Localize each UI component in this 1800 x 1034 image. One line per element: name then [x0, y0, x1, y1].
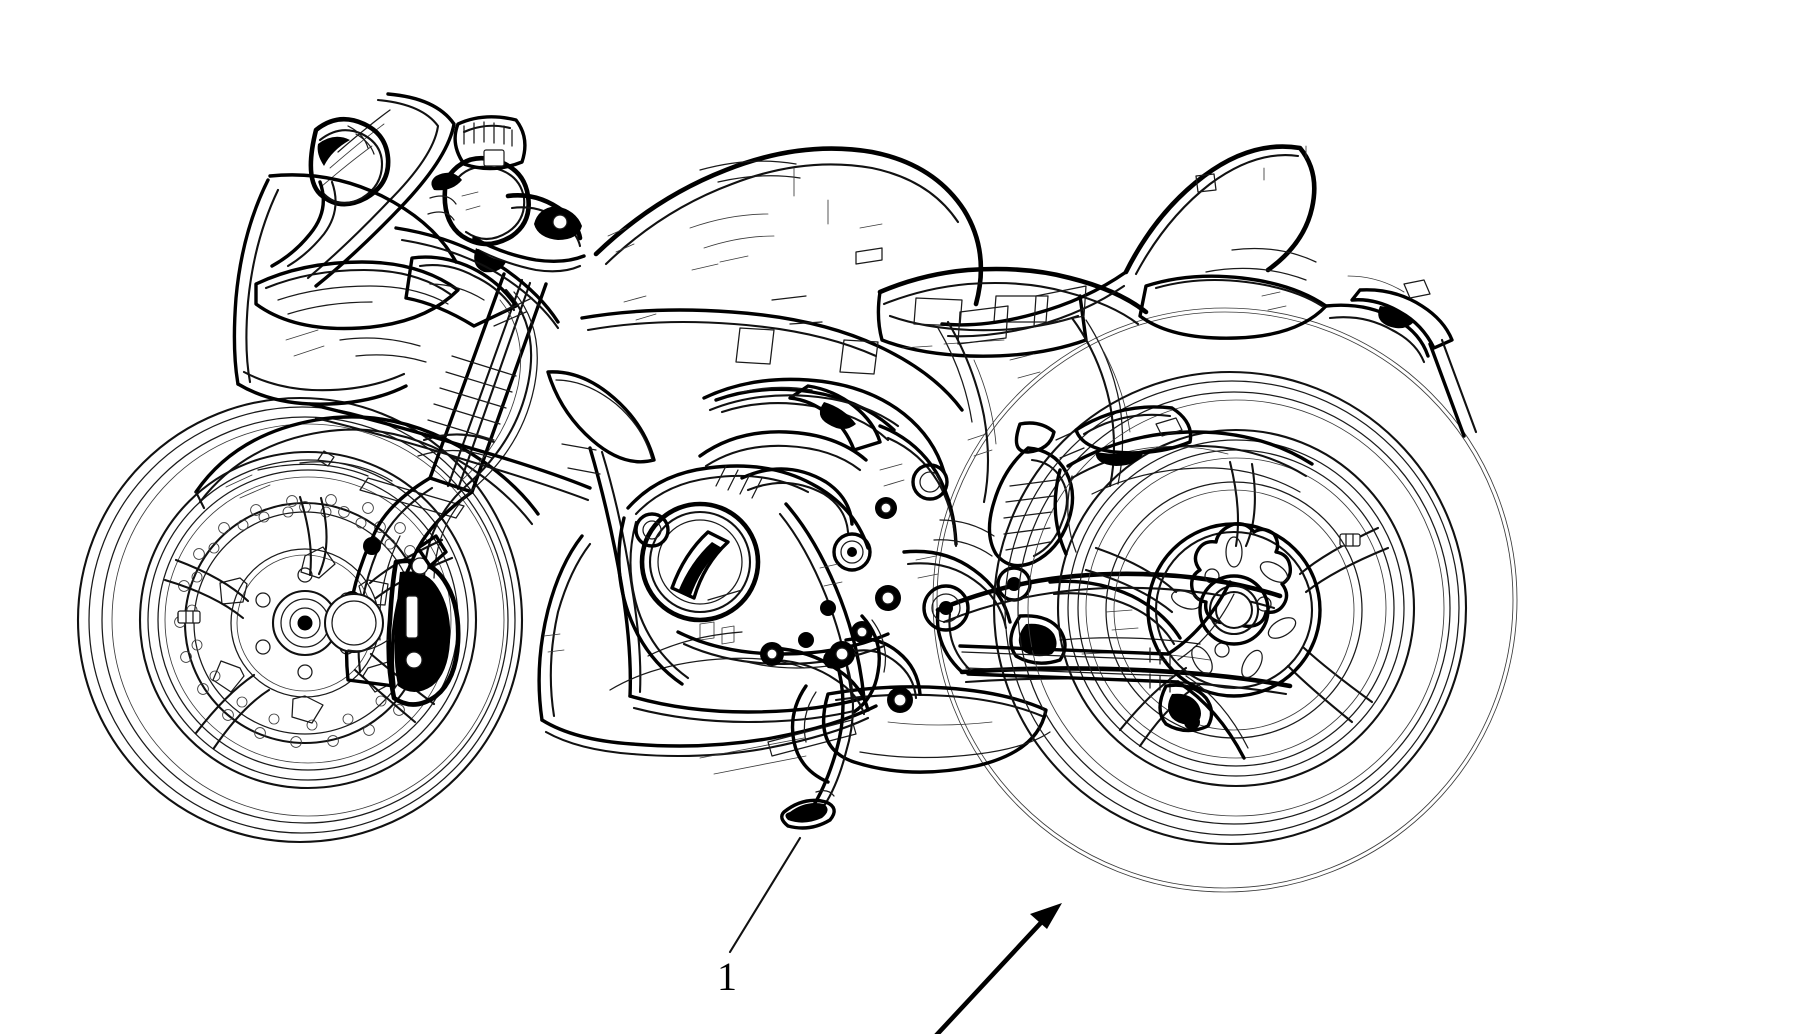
rear-sprocket: [1146, 521, 1322, 698]
callout-1-leader: [728, 836, 802, 954]
drive-chain: [958, 580, 1249, 760]
rear-valve-stem: [1339, 533, 1361, 547]
callout-1: 1: [717, 836, 802, 999]
tail-section: [940, 144, 1478, 438]
front-brake-caliper: [347, 534, 461, 707]
arrow-rear-wheel: [934, 903, 1062, 1034]
front-fender: [194, 415, 540, 526]
rider-seat: [876, 266, 1149, 358]
front-valve-stem: [177, 610, 201, 624]
construction-circles: [932, 307, 1518, 893]
frame-chassis: [702, 377, 1012, 630]
exhaust-muffler: [790, 684, 1051, 784]
upper-cowl: [394, 226, 560, 330]
handlebar-and-master-cylinder: [427, 115, 586, 273]
engine-assembly: [617, 378, 901, 686]
callout-1-label: 1: [717, 954, 737, 999]
passenger-grab-bracket: [1074, 405, 1193, 466]
side-stand: [780, 641, 855, 830]
fuel-tank: [580, 146, 984, 412]
front-fairing: [232, 173, 592, 502]
windscreen: [306, 92, 456, 288]
front-fork-assembly: [324, 272, 548, 688]
side-fairing-vent: [546, 370, 656, 464]
detail-hatching: [461, 191, 1287, 653]
mirror: [270, 116, 391, 268]
rear-wheel-assembly: [992, 370, 1468, 846]
front-wheel-spokes: [163, 495, 454, 750]
